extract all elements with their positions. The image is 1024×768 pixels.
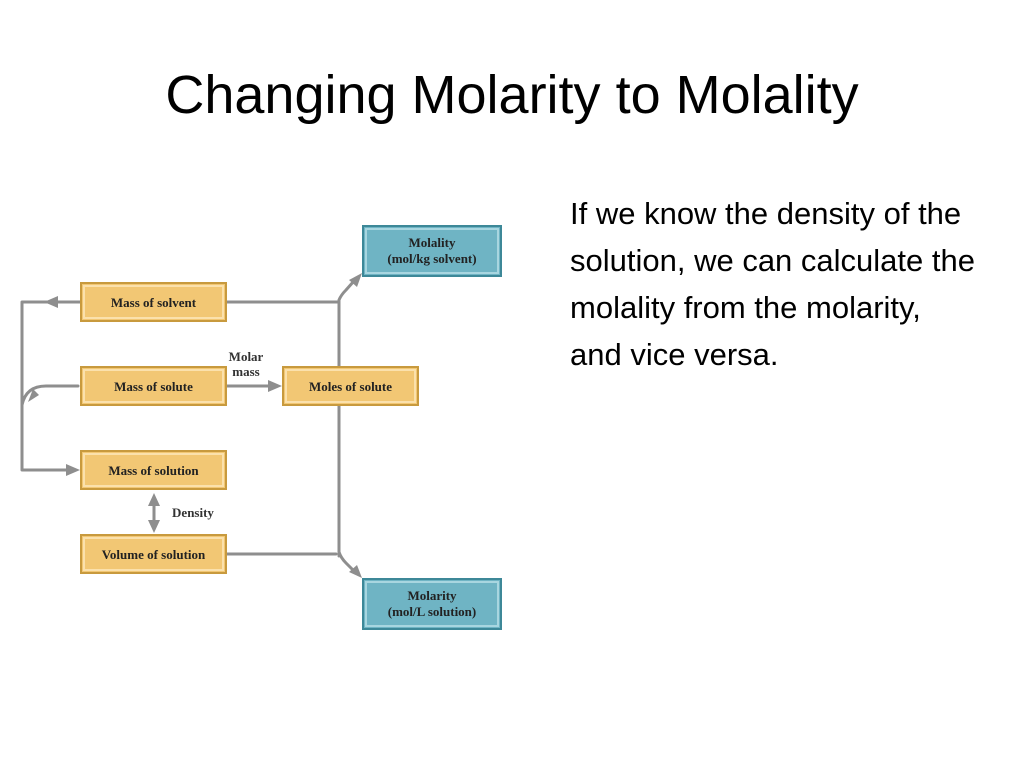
label-volume-of-solution: Volume of solution: [102, 547, 206, 562]
label-mass-of-solvent: Mass of solvent: [111, 295, 197, 310]
arrowhead-to-molarity: [349, 565, 362, 578]
box-molarity: Molarity (mol/L solution): [362, 578, 502, 630]
trunk-to-molality-line: [337, 279, 356, 307]
edge-label-molar: Molar: [229, 349, 264, 364]
label-moles-of-solute: Moles of solute: [309, 379, 392, 394]
slide-title: Changing Molarity to Molality: [165, 65, 859, 125]
arrowhead-density-down: [148, 520, 160, 533]
box-mass-of-solvent: Mass of solvent: [80, 282, 227, 322]
label-molality: Molality: [409, 235, 456, 250]
body-text: If we know the density of the solution, …: [570, 196, 975, 372]
arrowheads: [28, 273, 362, 578]
box-molality: Molality (mol/kg solvent): [362, 225, 502, 277]
box-volume-of-solution: Volume of solution: [80, 534, 227, 574]
arrowhead-to-molality: [349, 273, 362, 287]
arrowhead-left-solvent: [44, 296, 58, 308]
solute-branch-line: [20, 384, 80, 407]
arrowhead-to-solute: [28, 389, 39, 402]
arrowhead-to-solution: [66, 464, 80, 476]
box-mass-of-solute: Mass of solute: [80, 366, 227, 406]
label-mass-of-solution: Mass of solution: [108, 463, 199, 478]
label-molarity: Molarity: [407, 588, 457, 603]
connectors: [20, 279, 356, 572]
box-mass-of-solution: Mass of solution: [80, 450, 227, 490]
label-mass-of-solute: Mass of solute: [114, 379, 193, 394]
edge-label-density: Density: [172, 505, 214, 520]
trunk-to-molarity-line: [337, 550, 355, 572]
edge-label-mass: mass: [232, 364, 259, 379]
label-molarity-units: (mol/L solution): [388, 604, 477, 619]
label-molality-units: (mol/kg solvent): [387, 251, 476, 266]
box-moles-of-solute: Moles of solute: [282, 366, 419, 406]
arrowhead-to-moles: [268, 380, 282, 392]
arrowhead-density-up: [148, 493, 160, 506]
